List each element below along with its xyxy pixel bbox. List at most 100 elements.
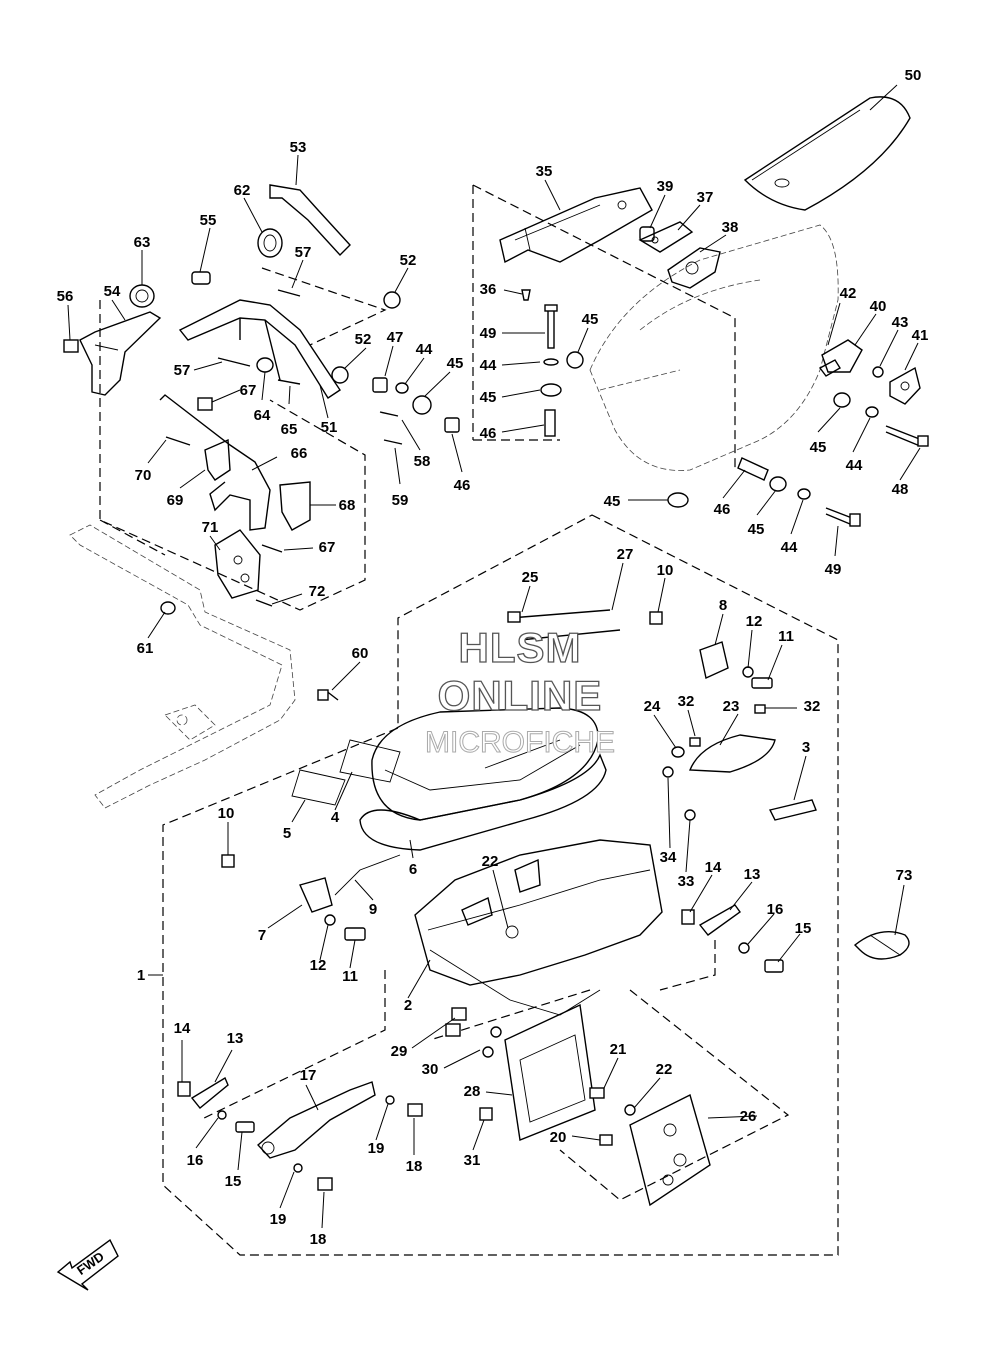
fwd-arrow: FWD [56, 1238, 119, 1291]
seat-part [743, 96, 911, 211]
callout-number: 71 [202, 519, 219, 536]
callout-number: 2 [404, 997, 412, 1014]
hardware-stack-right [667, 392, 929, 527]
leader-lines [67, 84, 921, 1229]
callout-number: 60 [352, 645, 369, 662]
callout-number: 69 [167, 492, 184, 509]
bracket-part-35 [499, 187, 653, 264]
callout-number: 57 [295, 244, 312, 261]
callout-number: 67 [319, 539, 336, 556]
callout-number: 34 [660, 849, 677, 866]
callout-number: 48 [892, 481, 909, 498]
callout-number: 7 [258, 927, 266, 944]
callout-number: 49 [825, 561, 842, 578]
callout-number: 44 [781, 539, 798, 556]
callout-number: 23 [723, 698, 740, 715]
callout-number: 47 [387, 329, 404, 346]
callout-number: 45 [748, 521, 765, 538]
callout-number: 41 [912, 327, 929, 344]
callout-number: 11 [342, 968, 358, 985]
callout-number: 30 [422, 1061, 439, 1078]
callout-number: 32 [804, 698, 821, 715]
callout-number: 37 [697, 189, 714, 206]
callout-number: 58 [414, 453, 431, 470]
callout-number: 22 [656, 1061, 673, 1078]
lid-part [291, 707, 607, 851]
mount-parts-40-43 [818, 339, 921, 405]
watermark-line2: ONLINE [438, 672, 603, 719]
callout-number: 12 [746, 613, 763, 630]
callout-number: 14 [705, 859, 722, 876]
callout-number: 42 [840, 285, 857, 302]
callout-number: 61 [137, 640, 154, 657]
group-boundaries [99, 184, 839, 1256]
callout-number: 46 [714, 501, 731, 518]
callout-number: 19 [368, 1140, 385, 1157]
callout-number: 27 [617, 546, 634, 563]
saddlebag-outline [589, 224, 839, 471]
watermark-line3: MICROFICHE [425, 726, 615, 759]
callout-number: 16 [767, 901, 784, 918]
callout-number: 31 [464, 1152, 481, 1169]
callout-number: 14 [174, 1020, 191, 1037]
callout-number: 25 [522, 569, 539, 586]
callout-number: 45 [810, 439, 827, 456]
callout-number: 29 [391, 1043, 408, 1060]
callout-number: 18 [310, 1231, 327, 1248]
callout-number: 49 [480, 325, 497, 342]
callout-number: 43 [892, 314, 909, 331]
callout-number: 59 [392, 492, 409, 509]
callout-number: 46 [480, 425, 497, 442]
callout-number: 56 [57, 288, 74, 305]
callout-number: 12 [310, 957, 327, 974]
callout-number: 13 [227, 1030, 244, 1047]
callout-number: 57 [174, 362, 191, 379]
callout-number: 17 [300, 1067, 317, 1084]
callout-number: 15 [795, 920, 812, 937]
callout-number: 15 [225, 1173, 242, 1190]
callout-number: 38 [722, 219, 739, 236]
callout-number: 19 [270, 1211, 287, 1228]
hardware-stack-center [521, 289, 584, 437]
callout-number: 62 [234, 182, 251, 199]
callout-number: 44 [846, 457, 863, 474]
callout-number: 9 [369, 901, 377, 918]
callout-number: 54 [104, 283, 121, 300]
callout-number: 36 [480, 281, 497, 298]
callout-number: 35 [536, 163, 553, 180]
callout-number: 52 [355, 331, 372, 348]
callout-number: 72 [309, 583, 326, 600]
callout-number: 22 [482, 853, 499, 870]
callout-number: 73 [896, 867, 913, 884]
callout-number: 40 [870, 298, 887, 315]
callout-number: 6 [409, 861, 417, 878]
callout-number: 28 [464, 1083, 481, 1100]
callout-number: 45 [480, 389, 497, 406]
callout-number: 45 [604, 493, 621, 510]
callout-number: 24 [644, 698, 661, 715]
callout-number: 64 [254, 407, 271, 424]
callout-number: 18 [406, 1158, 423, 1175]
callout-number: 66 [291, 445, 308, 462]
callout-number: 33 [678, 873, 695, 890]
case-part [414, 839, 663, 1016]
callout-number: 70 [135, 467, 152, 484]
callout-number: 11 [778, 628, 794, 645]
callout-number: 67 [240, 382, 257, 399]
callout-number: 51 [321, 419, 338, 436]
callout-number: 10 [218, 805, 235, 822]
callout-number: 3 [802, 739, 810, 756]
callout-number: 53 [290, 139, 307, 156]
callout-number: 50 [905, 67, 922, 84]
callout-number: 39 [657, 178, 674, 195]
callout-number: 44 [416, 341, 433, 358]
lower-panel-parts [177, 1003, 711, 1207]
callout-number: 45 [582, 311, 599, 328]
callout-number: 20 [550, 1129, 567, 1146]
callout-number: 21 [610, 1041, 627, 1058]
callout-number: 44 [480, 357, 497, 374]
callout-number: 52 [400, 252, 417, 269]
callout-number: 32 [678, 693, 695, 710]
